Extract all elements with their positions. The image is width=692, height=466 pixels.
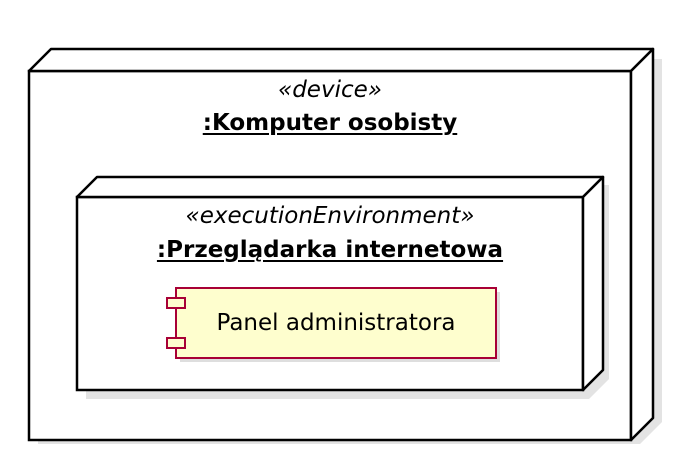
component-port-top — [166, 297, 186, 309]
env-name: :Przeglądarka internetowa — [156, 237, 504, 263]
component-port-bottom — [166, 337, 186, 349]
env-node-top — [75, 175, 605, 199]
device-stereotype: «device» — [278, 77, 382, 103]
component-body — [175, 287, 497, 359]
device-node-side — [629, 47, 655, 442]
component[interactable] — [166, 287, 500, 362]
device-node-top — [27, 47, 655, 73]
component-label: Panel administratora — [216, 310, 456, 336]
device-name: :Komputer osobisty — [202, 110, 458, 136]
env-stereotype: «executionEnvironment» — [185, 203, 475, 229]
env-node-side — [581, 175, 605, 392]
